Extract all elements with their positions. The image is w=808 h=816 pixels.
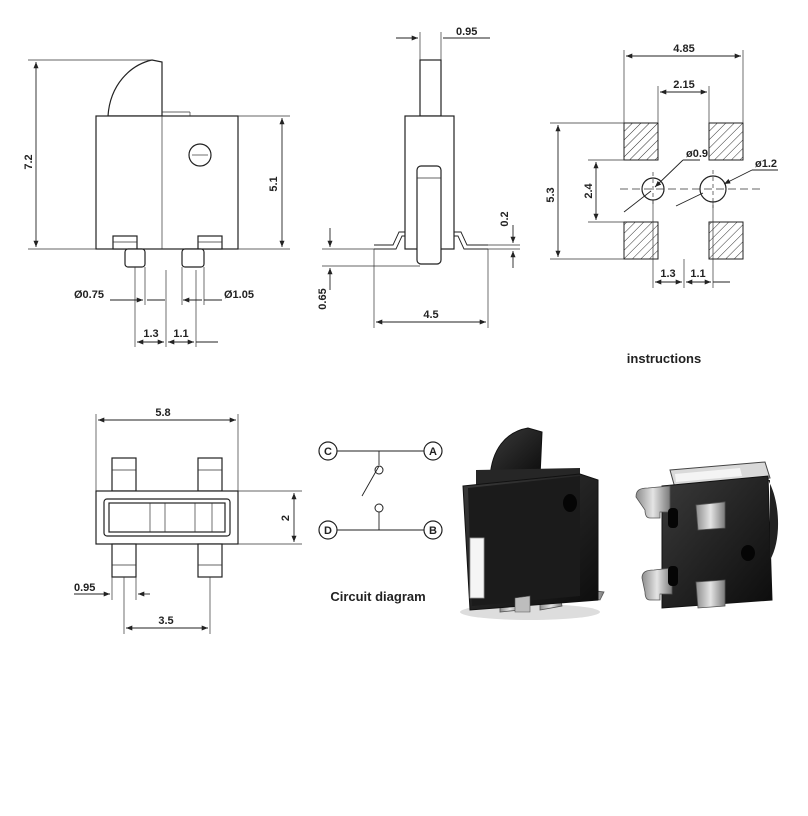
product-photo-back [635,461,779,609]
dim-pitch-left: 1.3 [143,328,158,340]
dim-hole-small: ø0.9 [686,148,708,160]
dim-standoff: 0.65 [317,288,329,309]
pad-bottom-right [708,221,744,260]
instructions-label: instructions [627,351,701,366]
dim-width: 5.8 [155,407,170,419]
dim-lead-span: 4.5 [423,309,438,321]
terminal-a [423,441,443,461]
front-plunger [107,59,163,117]
dim-plunger-width: 0.95 [456,26,477,38]
dim-total-height: 7.2 [23,154,35,169]
dim-pin-dia-left: Ø0.75 [74,289,104,301]
dim-height: 2 [280,515,292,521]
dim-body-height: 5.1 [268,176,280,191]
terminal-c [318,441,338,461]
pcb-layout: 4.85 2.15 5.3 2.4 ø0.9 ø1.2 1.3 1.1 [545,43,778,366]
dim-pad-gap: 2.15 [673,79,694,91]
dim-pin-span: 3.5 [158,615,173,627]
side-view: 0.95 0.2 0.65 4.5 [317,26,520,328]
dim-pin-dia-right: Ø1.05 [224,289,254,301]
bottom-view: 5.8 2 0.95 3.5 [74,407,302,634]
side-plunger [419,59,442,117]
circuit-caption: Circuit diagram [330,589,425,604]
front-view: 7.2 5.1 Ø0.75 Ø1.05 1.3 1.1 [23,59,290,347]
pad-bottom-left [623,221,659,260]
pad-top-right [708,122,744,161]
terminal-d-label: D [324,525,332,537]
dim-offset-right: 1.1 [690,268,705,280]
terminal-b [423,520,443,540]
dim-overall-height: 5.3 [545,187,557,202]
front-body [95,115,239,250]
terminal-a-label: A [429,446,437,458]
terminal-d [318,520,338,540]
dim-hole-large: ø1.2 [755,158,777,170]
dim-pad-pitch: 2.4 [583,182,595,198]
pad-top-left [623,122,659,161]
dim-overall-width: 4.85 [673,43,694,55]
dim-pin-width: 0.95 [74,582,95,594]
terminal-c-label: C [324,446,332,458]
dim-pitch-right: 1.1 [173,328,188,340]
dim-lead-thickness: 0.2 [499,211,511,226]
circuit-diagram: C A D B Circuit diagram [318,441,443,604]
dim-offset-left: 1.3 [660,268,675,280]
product-photo-front [460,427,605,620]
terminal-b-label: B [429,525,437,537]
